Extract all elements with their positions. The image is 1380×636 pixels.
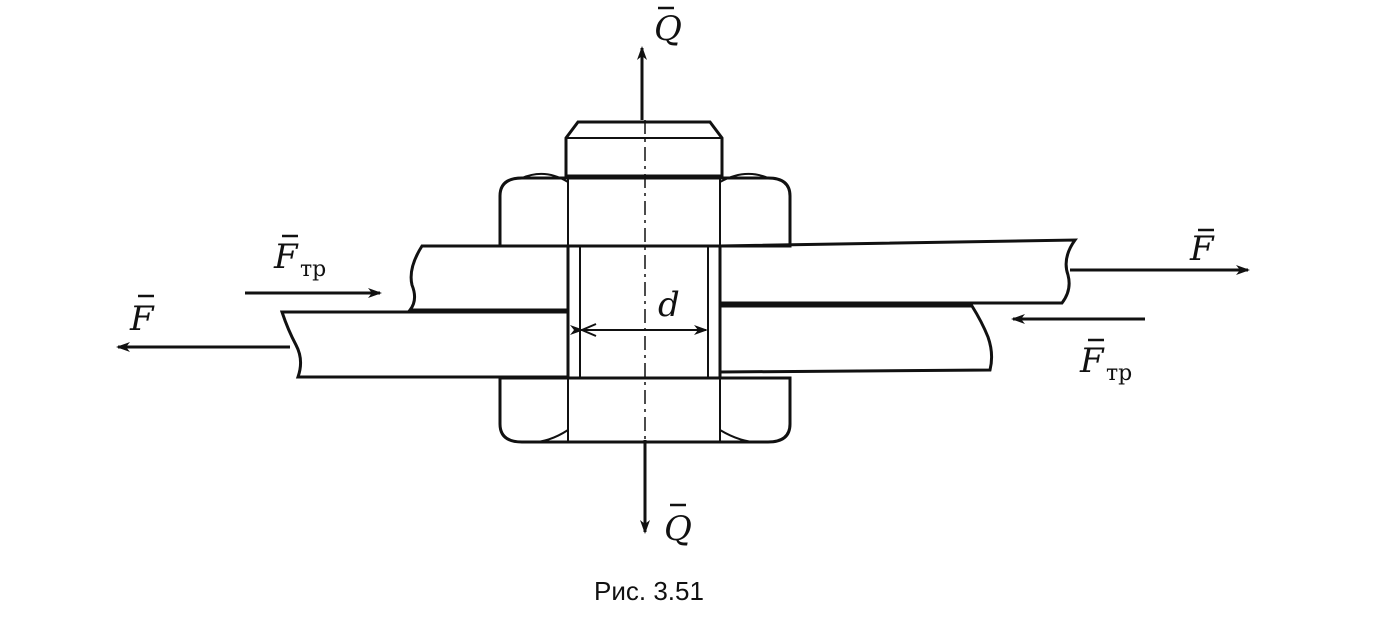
diameter-label: d — [658, 285, 680, 325]
upper-plate — [406, 238, 1078, 312]
f-left-label-group: F — [129, 294, 155, 339]
bolt-end — [564, 120, 724, 178]
f-right-label-group: F — [1189, 228, 1215, 269]
q-top-label: Q — [654, 9, 682, 49]
ftr-right-subscript: тр — [1106, 361, 1132, 386]
ftr-left-label-group: F тр — [273, 234, 326, 282]
nut — [498, 172, 792, 248]
f-left-label: F — [129, 299, 155, 339]
diameter-dimension — [570, 323, 708, 337]
q-bottom-label-group: Q — [664, 503, 692, 549]
ftr-left-label: F — [273, 237, 299, 277]
figure-caption: Рис. 3.51 — [594, 576, 704, 606]
f-right-label: F — [1189, 229, 1215, 269]
lower-plate — [279, 304, 994, 379]
bolt-head — [498, 376, 792, 444]
q-top-label-group: Q — [654, 6, 682, 49]
ftr-right-label: F — [1079, 341, 1105, 381]
q-bottom-label: Q — [664, 509, 692, 549]
ftr-left-subscript: тр — [300, 257, 326, 282]
bolt-shank — [566, 244, 722, 380]
ftr-right-label-group: F тр — [1079, 338, 1132, 386]
